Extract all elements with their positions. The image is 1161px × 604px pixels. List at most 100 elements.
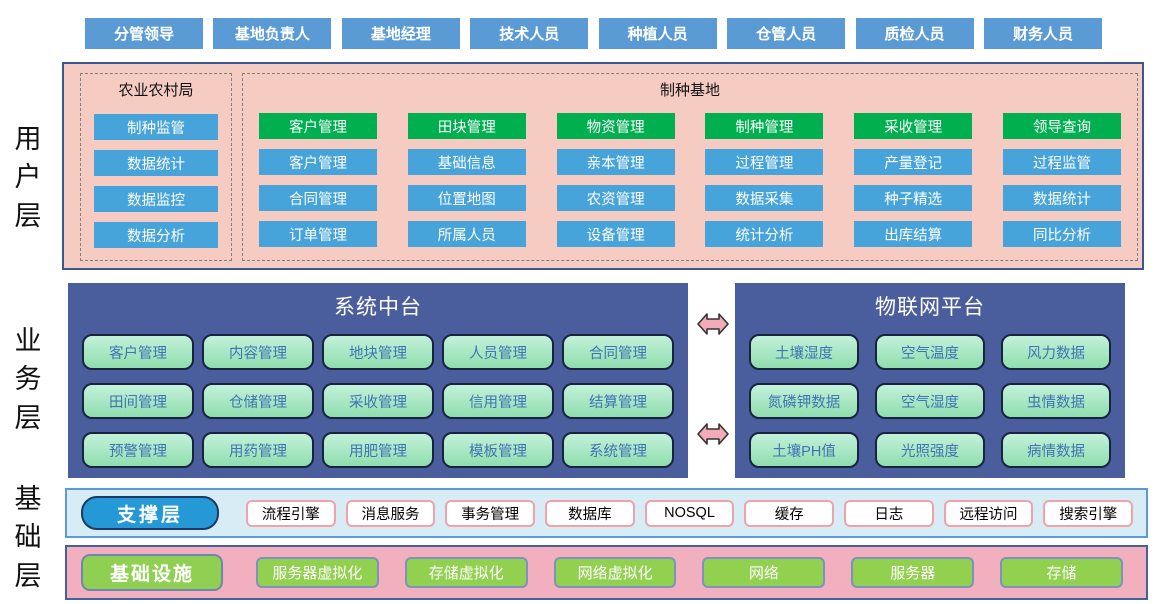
platform-button[interactable]: 用药管理 [202,432,314,468]
base-column: 采收管理 产量登记种子精选出库结算 [854,113,973,247]
infrastructure-items: 服务器虚拟化存储虚拟化网络虚拟化网络服务器存储 [243,557,1136,588]
base-column: 田块管理 基础信息位置地图所属人员 [407,113,526,247]
infra-resource-button[interactable]: 网络 [702,557,826,588]
module-button[interactable]: 客户管理 [259,149,377,175]
sync-arrow-icon [697,313,729,335]
module-group-header[interactable]: 采收管理 [854,113,973,139]
module-button[interactable]: 出库结算 [854,221,973,247]
sensor-data-button[interactable]: 病情数据 [1001,432,1111,468]
platform-button[interactable]: 信用管理 [442,383,554,419]
iot-platform-grid: 土壤湿度空气温度风力数据氮磷钾数据空气湿度虫情数据土壤PH值光照强度病情数据 [735,321,1125,468]
role-button[interactable]: 质检人员 [855,18,974,49]
platform-button[interactable]: 采收管理 [322,383,434,419]
support-service-button[interactable]: 数据库 [545,499,635,527]
bureau-group-title: 农业农村局 [118,82,194,99]
role-button[interactable]: 技术人员 [470,18,589,49]
module-button[interactable]: 数据统计 [1002,185,1121,211]
infra-resource-button[interactable]: 存储虚拟化 [404,557,528,588]
infrastructure-title-button[interactable]: 基础设施 [81,554,223,591]
support-layer-title-button[interactable]: 支撑层 [81,496,219,530]
module-button[interactable]: 设备管理 [556,221,675,247]
module-button[interactable]: 制种监管 [94,114,218,140]
module-button[interactable]: 合同管理 [259,185,377,211]
base-group-title: 制种基地 [659,82,720,99]
platform-button[interactable]: 人员管理 [442,334,554,370]
module-button[interactable]: 过程监管 [1002,149,1121,175]
sensor-data-button[interactable]: 空气湿度 [875,383,985,419]
module-button[interactable]: 数据分析 [94,222,218,248]
role-button[interactable]: 分管领导 [85,18,203,49]
iot-platform-title: 物联网平台 [875,296,985,319]
infra-resource-button[interactable]: 网络虚拟化 [553,557,677,588]
role-button[interactable]: 财务人员 [983,18,1102,49]
base-column-items: 产量登记种子精选出库结算 [854,149,973,247]
infra-resource-button[interactable]: 服务器 [851,557,975,588]
infra-resource-button[interactable]: 服务器虚拟化 [256,557,379,588]
base-group: 制种基地 客户管理 客户管理合同管理订单管理 田块管理 基础信息位置地图所属人员… [242,73,1138,261]
module-group-header[interactable]: 领导查询 [1002,113,1121,139]
module-button[interactable]: 亲本管理 [556,149,675,175]
base-column: 领导查询 过程监管数据统计同比分析 [1002,113,1121,247]
infra-resource-button[interactable]: 存储 [1000,557,1123,588]
middle-platform-title: 系统中台 [334,296,422,319]
support-service-button[interactable]: 日志 [844,499,934,527]
bureau-items: 制种监管数据统计数据监控数据分析 [81,114,231,248]
support-service-button[interactable]: NOSQL [644,499,735,527]
module-button[interactable]: 过程管理 [705,149,824,175]
sensor-data-button[interactable]: 氮磷钾数据 [749,383,859,419]
module-button[interactable]: 数据监控 [94,186,218,212]
role-button[interactable]: 种植人员 [598,18,717,49]
module-button[interactable]: 数据统计 [94,150,218,176]
sensor-data-button[interactable]: 土壤湿度 [749,334,859,370]
module-button[interactable]: 订单管理 [259,221,377,247]
base-column-items: 过程管理数据采集统计分析 [705,149,824,247]
platform-button[interactable]: 仓储管理 [202,383,314,419]
module-button[interactable]: 种子精选 [854,185,973,211]
support-layer-band: 支撑层 流程引擎消息服务事务管理数据库 NOSQL 缓存日志远程访问搜索引擎 [65,488,1148,538]
base-column-items: 亲本管理农资管理设备管理 [556,149,675,247]
platform-button[interactable]: 系统管理 [562,432,674,468]
sensor-data-button[interactable]: 空气温度 [875,334,985,370]
support-service-button[interactable]: 搜索引擎 [1043,499,1134,527]
module-button[interactable]: 基础信息 [407,149,526,175]
module-button[interactable]: 数据采集 [705,185,824,211]
platform-button[interactable]: 结算管理 [562,383,674,419]
sensor-data-button[interactable]: 土壤PH值 [749,432,859,468]
module-button[interactable]: 所属人员 [407,221,526,247]
platform-button[interactable]: 内容管理 [202,334,314,370]
platform-button[interactable]: 合同管理 [562,334,674,370]
support-service-button[interactable]: 远程访问 [943,499,1034,527]
role-button[interactable]: 基地经理 [341,18,460,49]
sensor-data-button[interactable]: 风力数据 [1001,334,1111,370]
platform-button[interactable]: 田间管理 [82,383,194,419]
module-group-header[interactable]: 制种管理 [705,113,824,139]
module-button[interactable]: 产量登记 [854,149,973,175]
module-button[interactable]: 位置地图 [407,185,526,211]
support-service-button[interactable]: 缓存 [744,499,835,527]
middle-platform-grid: 客户管理内容管理地块管理人员管理合同管理田间管理仓储管理采收管理信用管理结算管理… [68,321,688,468]
sync-arrow-icon [697,423,729,445]
layer-label-user: 用户层 [14,124,42,231]
support-service-button[interactable]: 流程引擎 [246,499,336,527]
module-button[interactable]: 统计分析 [705,221,824,247]
module-group-header[interactable]: 田块管理 [407,113,526,139]
support-items: 流程引擎消息服务事务管理数据库 NOSQL 缓存日志远程访问搜索引擎 [241,499,1138,527]
role-button[interactable]: 基地负责人 [213,18,332,49]
module-button[interactable]: 农资管理 [556,185,675,211]
module-group-header[interactable]: 客户管理 [259,113,377,139]
infrastructure-band: 基础设施 服务器虚拟化存储虚拟化网络虚拟化网络服务器存储 [65,545,1148,600]
module-button[interactable]: 同比分析 [1002,221,1121,247]
base-column: 物资管理 亲本管理农资管理设备管理 [556,113,675,247]
layer-label-foundation: 基础层 [14,484,42,591]
module-group-header[interactable]: 物资管理 [556,113,675,139]
platform-button[interactable]: 客户管理 [82,334,194,370]
role-button[interactable]: 仓管人员 [727,18,846,49]
platform-button[interactable]: 地块管理 [322,334,434,370]
support-service-button[interactable]: 消息服务 [345,499,436,527]
platform-button[interactable]: 模板管理 [442,432,554,468]
platform-button[interactable]: 用肥管理 [322,432,434,468]
sensor-data-button[interactable]: 光照强度 [875,432,985,468]
sensor-data-button[interactable]: 虫情数据 [1001,383,1111,419]
platform-button[interactable]: 预警管理 [82,432,194,468]
support-service-button[interactable]: 事务管理 [445,499,536,527]
